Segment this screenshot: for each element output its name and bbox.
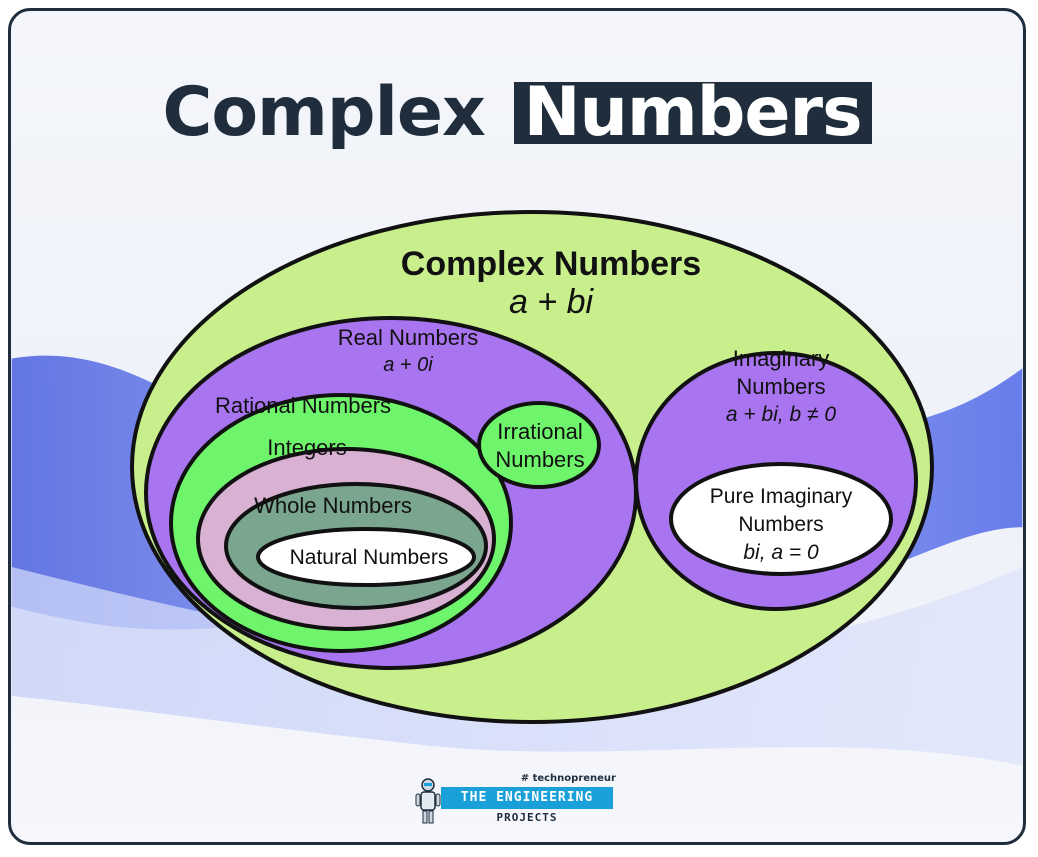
complex-set-formula: a + bi (509, 283, 595, 321)
imaginary-set-label-line1: Imaginary (733, 346, 830, 371)
pure-imaginary-label-line1: Pure Imaginary (710, 485, 853, 508)
pure-imaginary-label-line2: Numbers (738, 513, 823, 536)
irrational-set-ellipse (477, 401, 601, 489)
irrational-set-label-line1: Irrational (497, 419, 583, 444)
rational-set-label: Rational Numbers (215, 393, 391, 418)
pure-imaginary-formula: bi, a = 0 (743, 541, 819, 564)
natural-set-label: Natural Numbers (290, 546, 449, 569)
complex-set-label: Complex Numbers (401, 245, 701, 283)
real-set-formula: a + 0i (383, 354, 433, 376)
real-set-label: Real Numbers (338, 325, 479, 350)
imaginary-set-label-line2: Numbers (736, 374, 825, 399)
poster-frame: Complex Numbers Complex Numbers a + bi R… (8, 8, 1026, 845)
brand-logo: # technopreneur THE ENGINEERING PROJECTS (411, 773, 616, 833)
title-part-numbers-highlight: Numbers (513, 79, 872, 147)
whole-set-label: Whole Numbers (254, 493, 412, 518)
imaginary-set-formula: a + bi, b ≠ 0 (726, 403, 836, 426)
number-sets-diagram: Complex Numbers a + bi Real Numbers a + … (130, 210, 934, 724)
robot-icon (415, 778, 441, 824)
logo-subtitle: PROJECTS (496, 811, 558, 824)
integers-set-label: Integers (267, 435, 347, 460)
logo-name: THE ENGINEERING (441, 787, 613, 809)
natural-set-ellipse (256, 527, 476, 587)
page-title: Complex Numbers (11, 73, 1023, 152)
title-part-complex: Complex (162, 73, 485, 152)
pure-imaginary-set-ellipse (669, 462, 893, 576)
irrational-set-label-line2: Numbers (495, 447, 584, 472)
logo-tagline: # technopreneur (520, 773, 616, 784)
